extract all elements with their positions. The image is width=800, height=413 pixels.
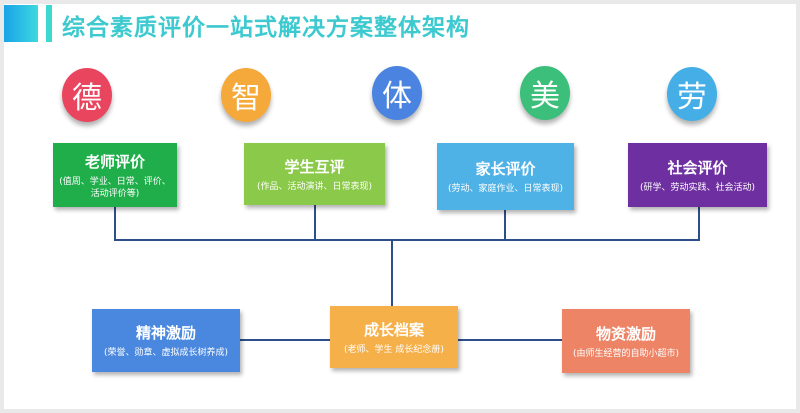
box-subtitle: (由师生经营的自助小超市): [572, 348, 680, 359]
connector: [114, 239, 700, 241]
box-subtitle: (荣誉、勋章、虚拟成长树养成): [103, 348, 229, 358]
box-title: 老师评价: [84, 152, 145, 171]
box-title: 社会评价: [667, 158, 728, 177]
connector: [698, 207, 700, 240]
connector: [114, 207, 116, 240]
box-title: 精神激励: [135, 324, 196, 342]
circle-de: 德: [62, 68, 112, 122]
circle-ti: 体: [372, 66, 422, 120]
box-title: 物资激励: [595, 324, 656, 343]
box-subtitle: (劳动、家庭作业、日常表现): [447, 184, 564, 194]
page-title: 综合素质评价一站式解决方案整体架构: [62, 15, 470, 41]
box-society-eval: 社会评价 (研学、劳动实践、社会活动): [628, 143, 767, 207]
box-spiritual-incentive: 精神激励 (荣誉、勋章、虚拟成长树养成): [92, 309, 240, 372]
box-subtitle: (值周、学业、日常、评价、活动评价等): [59, 176, 171, 199]
connector: [391, 240, 393, 308]
box-subtitle: (作品、活动演讲、日常表现): [256, 181, 373, 192]
box-title: 家长评价: [475, 160, 536, 178]
box-growth-record: 成长档案 (老师、学生 成长纪念册): [330, 306, 458, 368]
circle-mei: 美: [520, 66, 570, 120]
circle-lao: 劳: [667, 67, 717, 121]
box-material-incentive: 物资激励 (由师生经营的自助小超市): [562, 309, 690, 373]
connector: [314, 205, 316, 240]
box-parent-eval: 家长评价 (劳动、家庭作业、日常表现): [437, 143, 574, 210]
circle-zhi: 智: [221, 68, 271, 122]
box-title: 成长档案: [363, 320, 424, 339]
box-subtitle: (研学、劳动实践、社会活动): [639, 182, 756, 193]
title-accent-block: [4, 5, 38, 42]
box-title: 学生互评: [284, 157, 345, 176]
box-subtitle: (老师、学生 成长纪念册): [344, 344, 444, 355]
connector: [504, 210, 506, 240]
box-peer-eval: 学生互评 (作品、活动演讲、日常表现): [244, 143, 385, 205]
title-accent-stripe: [46, 5, 52, 42]
box-teacher-eval: 老师评价 (值周、学业、日常、评价、活动评价等): [53, 143, 177, 207]
